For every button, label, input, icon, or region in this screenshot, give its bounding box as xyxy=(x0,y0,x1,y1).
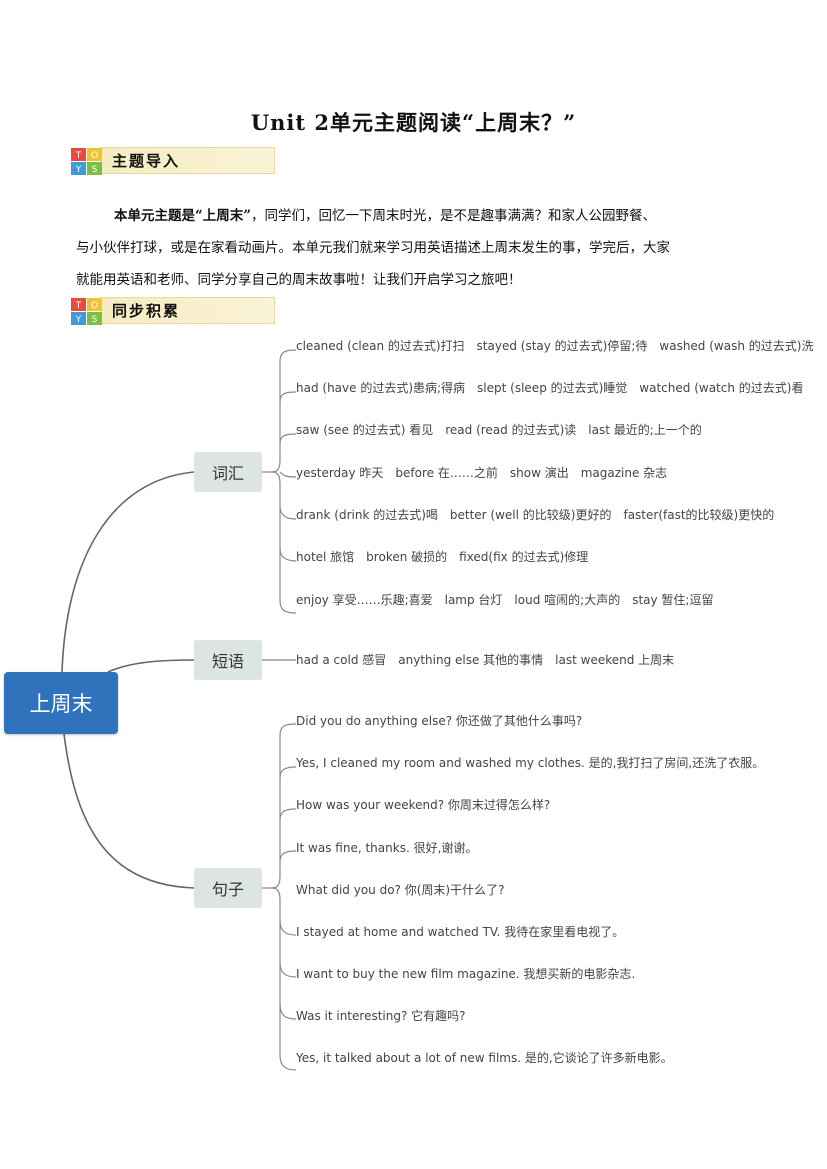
sentence-item: It was fine, thanks. 很好,谢谢。 xyxy=(296,841,478,855)
intro-lead: 本单元主题是“上周末” xyxy=(114,208,252,224)
vocab-item: enjoy 享受……乐趣;喜爱 lamp 台灯 loud 喧闹的;大声的 sta… xyxy=(296,593,714,607)
section-header-bar xyxy=(100,147,275,174)
sentence-item: Yes, I cleaned my room and washed my clo… xyxy=(296,756,765,770)
connector-root-phrases xyxy=(107,659,195,673)
sentence-item: Was it interesting? 它有趣吗? xyxy=(296,1009,466,1023)
svg-text:Y: Y xyxy=(75,165,82,175)
sentence-item: How was your weekend? 你周末过得怎么样? xyxy=(296,798,551,812)
section-header-label: 同步积累 xyxy=(112,302,181,320)
vocab-item: had (have 的过去式)患病;得病 slept (sleep 的过去式)睡… xyxy=(296,381,804,395)
vocab-item: cleaned (clean 的过去式)打扫 stayed (stay 的过去式… xyxy=(296,339,814,353)
sentence-item: Did you do anything else? 你还做了其他什么事吗? xyxy=(296,714,583,728)
page-title: Unit 2单元主题阅读“上周末？” xyxy=(250,110,577,135)
branch-sentences: 句子 xyxy=(194,868,262,908)
svg-text:O: O xyxy=(91,151,98,161)
sentence-item: What did you do? 你(周末)干什么了? xyxy=(296,883,505,897)
toy-blocks-icon: T O Y S xyxy=(71,298,102,325)
connector-root-vocab xyxy=(61,471,195,673)
section-header-bar xyxy=(100,297,275,324)
section-header-label: 主题导入 xyxy=(112,152,181,170)
svg-text:O: O xyxy=(91,301,98,311)
connector-root-sentences xyxy=(63,733,195,889)
svg-text:S: S xyxy=(92,165,98,175)
intro-paragraph: 本单元主题是“上周末”，同学们，回忆一下周末时光，是不是趣事满满？和家人公园野餐… xyxy=(76,200,756,296)
intro-line-2: 与小伙伴打球，或是在家看动画片。本单元我们就来学习用英语描述上周末发生的事，学完… xyxy=(76,240,670,256)
intro-line-1: ，同学们，回忆一下周末时光，是不是趣事满满？和家人公园野餐、 xyxy=(251,208,657,224)
svg-text:T: T xyxy=(75,151,82,161)
phrase-item: had a cold 感冒 anything else 其他的事情 last w… xyxy=(296,653,675,667)
intro-line-3: 就能用英语和老师、同学分享自己的周末故事啦！让我们开启学习之旅吧！ xyxy=(76,272,522,288)
mindmap-root-node: 上周末 xyxy=(4,672,118,734)
vocab-item: saw (see 的过去式) 看见 read (read 的过去式)读 last… xyxy=(296,423,702,437)
vocab-item: drank (drink 的过去式)喝 better (well 的比较级)更好… xyxy=(296,508,775,522)
svg-text:T: T xyxy=(75,301,82,311)
branch-vocab: 词汇 xyxy=(194,452,262,492)
vocab-item: yesterday 昨天 before 在……之前 show 演出 magazi… xyxy=(296,466,668,480)
svg-text:S: S xyxy=(92,315,98,325)
sentence-item: I want to buy the new film magazine. 我想买… xyxy=(296,967,636,981)
toy-blocks-icon: T O Y S xyxy=(71,148,102,175)
sentence-item: Yes, it talked about a lot of new films.… xyxy=(296,1051,673,1065)
branch-phrases: 短语 xyxy=(194,640,262,680)
svg-text:Y: Y xyxy=(75,315,82,325)
sentence-item: I stayed at home and watched TV. 我待在家里看电… xyxy=(296,925,625,939)
vocab-item: hotel 旅馆 broken 破损的 fixed(fix 的过去式)修理 xyxy=(296,550,589,564)
